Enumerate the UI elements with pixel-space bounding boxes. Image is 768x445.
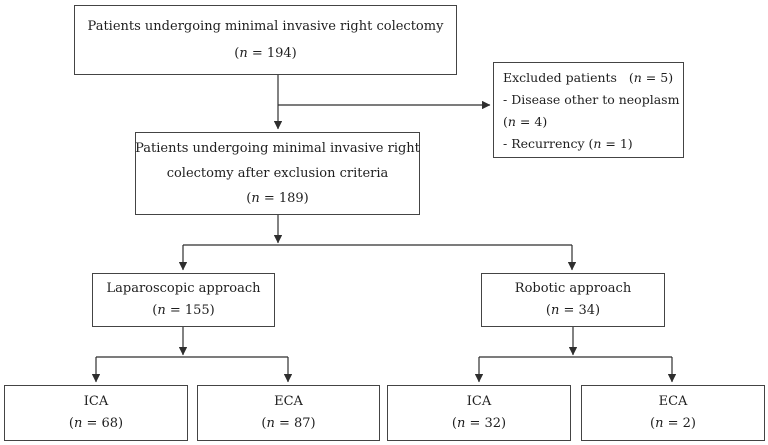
box-excluded-patients: Excluded patients (n = 5) - Disease othe… [493, 62, 684, 158]
box-rob-ica: ICA (n = 32) [387, 385, 571, 441]
box-after-exclusion: Patients undergoing minimal invasive rig… [135, 132, 420, 215]
box-rob-eca: ECA (n = 2) [581, 385, 765, 441]
box-after-exclusion-label-2: colectomy after exclusion criteria [166, 166, 389, 181]
box-after-exclusion-label-1: Patients undergoing minimal invasive rig… [135, 141, 420, 156]
box-rob-ica-count: (n = 32) [451, 416, 507, 431]
box-excluded-reason-1-count: (n = 4) [503, 114, 548, 129]
box-lap-ica: ICA (n = 68) [4, 385, 188, 441]
box-lap-ica-count: (n = 68) [68, 416, 124, 431]
box-lap-eca-label: ECA [274, 394, 303, 409]
box-total-patients: Patients undergoing minimal invasive rig… [74, 5, 457, 75]
box-laparoscopic-label: Laparoscopic approach [106, 281, 261, 296]
box-excluded-reason-1: - Disease other to neoplasm [503, 92, 680, 107]
box-after-exclusion-count: (n = 189) [246, 191, 309, 206]
box-total-count: (n = 194) [234, 46, 297, 62]
box-robotic-count: (n = 34) [545, 303, 601, 318]
box-lap-eca: ECA (n = 87) [197, 385, 380, 441]
box-total-label: Patients undergoing minimal invasive rig… [87, 18, 444, 34]
box-robotic-approach: Robotic approach (n = 34) [481, 273, 665, 327]
box-rob-eca-count: (n = 2) [650, 416, 696, 431]
box-robotic-label: Robotic approach [514, 281, 632, 296]
box-laparoscopic-approach: Laparoscopic approach (n = 155) [92, 273, 275, 327]
box-rob-ica-label: ICA [466, 394, 492, 409]
box-laparoscopic-count: (n = 155) [152, 303, 215, 318]
box-rob-eca-label: ECA [658, 394, 688, 409]
box-lap-ica-label: ICA [83, 394, 109, 409]
box-lap-eca-count: (n = 87) [261, 416, 316, 431]
box-excluded-title: Excluded patients (n = 5) [503, 70, 674, 85]
box-excluded-reason-2: - Recurrency (n = 1) [503, 136, 633, 151]
